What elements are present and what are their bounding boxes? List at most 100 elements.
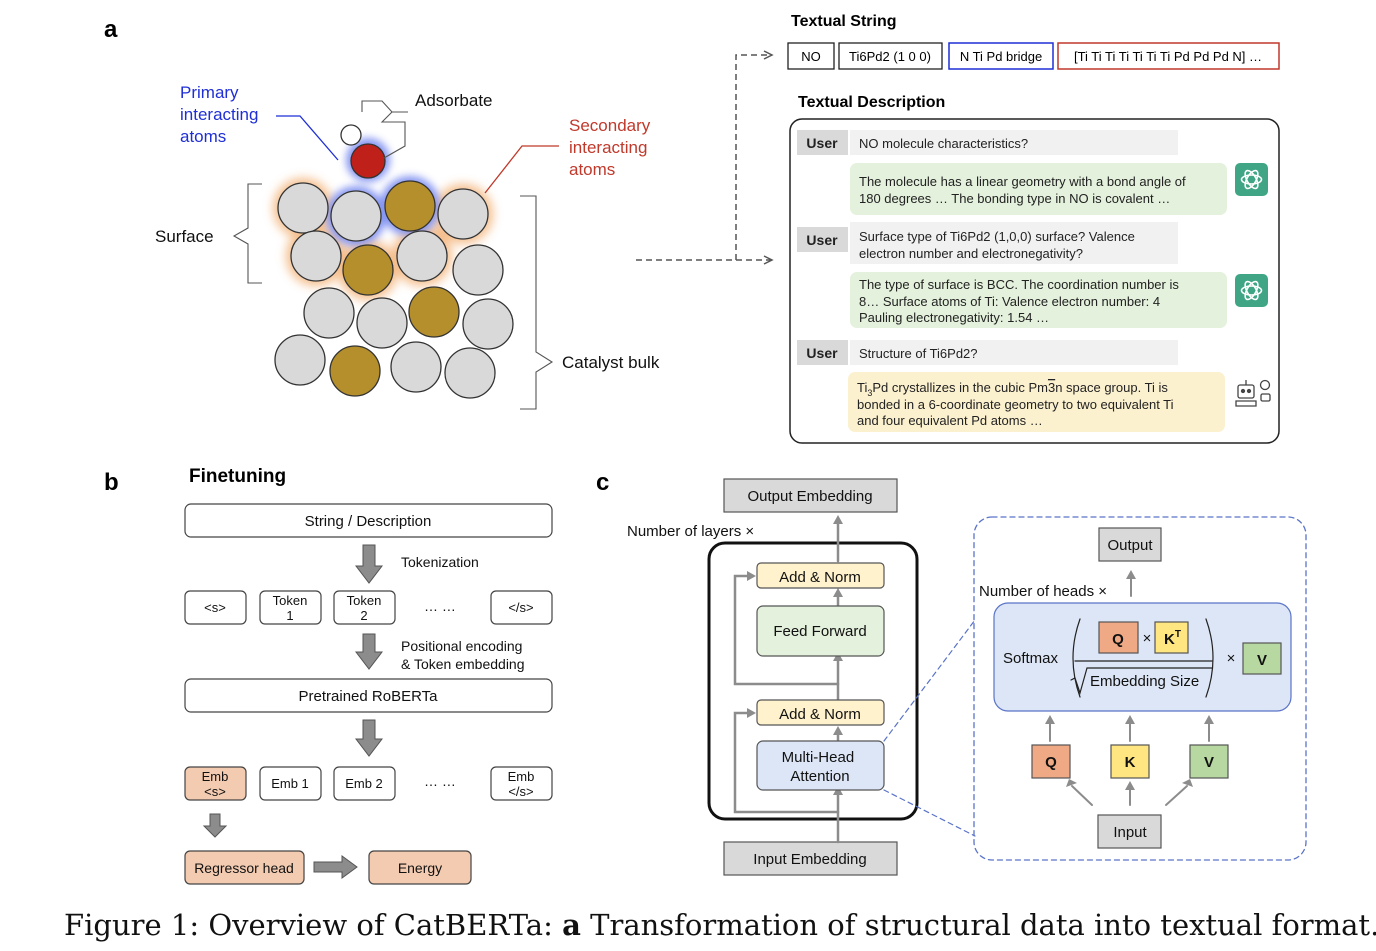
user-label: User <box>806 232 838 248</box>
database-message-text: Ti3Pd crystallizes in the cubic Pm3n spa… <box>857 380 1177 428</box>
flow-arrowheads <box>747 515 843 795</box>
attention-arrowheads <box>1045 715 1214 790</box>
k-label: K <box>1125 754 1136 771</box>
string-token-box <box>1057 42 1280 70</box>
num-heads-label: Number of heads × <box>979 583 1107 600</box>
v-label: V <box>1257 652 1267 669</box>
input-embedding-label: Input Embedding <box>753 851 866 868</box>
assistant-message-text: The type of surface is BCC. The coordina… <box>859 277 1182 325</box>
primary-pointer <box>276 115 339 161</box>
attention-arrows <box>1049 720 1210 806</box>
panel-b-letter: b <box>104 469 119 496</box>
user-label: User <box>806 345 838 361</box>
token-ellipsis: … … <box>424 598 456 614</box>
q-matrix <box>1098 621 1139 654</box>
regressor-head-box <box>184 850 305 885</box>
adsorbate-label: Adsorbate <box>415 91 493 110</box>
v-label: V <box>1204 754 1214 771</box>
q-label: Q <box>1112 631 1124 648</box>
secondary-atoms-label: Secondary interacting atoms <box>569 116 655 179</box>
user-label-box <box>797 227 848 252</box>
output-embedding-box <box>723 478 898 513</box>
user-label-box <box>797 130 848 155</box>
feed-forward-box <box>756 605 885 657</box>
finetuning-title: Finetuning <box>189 466 286 487</box>
embedding-label: Emb<s> <box>202 769 229 799</box>
user-message <box>850 340 1178 365</box>
roberta-box <box>184 678 553 713</box>
textual-description-title: Textual Description <box>798 94 945 111</box>
add-norm-label: Add & Norm <box>779 569 861 586</box>
textual-string-title: Textual String <box>791 13 897 30</box>
token-label: <s> <box>204 600 226 615</box>
user-message-text: Surface type of Ti6Pd2 (1,0,0) surface? … <box>859 229 1138 261</box>
primary-atoms-label: Primary interacting atoms <box>180 83 263 146</box>
figure-canvas: a Primary interacting atoms Adsorbate <box>104 13 1307 885</box>
bulk-label: Catalyst bulk <box>562 353 660 372</box>
database-message <box>848 372 1225 432</box>
arrowhead <box>763 255 774 265</box>
v-matrix <box>1242 642 1282 675</box>
attention-detail-frame <box>973 516 1307 861</box>
zoom-lines <box>883 619 976 837</box>
times-sign: × <box>1227 650 1236 667</box>
output-label: Output <box>1107 537 1153 554</box>
string-token-box <box>787 42 835 70</box>
down-arrow <box>202 813 228 838</box>
embedding-size-label: Embedding Size <box>1090 673 1199 690</box>
sqrt-sign <box>1070 667 1213 696</box>
embedding-box <box>490 766 553 801</box>
k-label: KT <box>1164 629 1181 648</box>
energy-box <box>368 850 472 885</box>
token-box <box>184 590 247 625</box>
embedding-label: Emb 1 <box>271 776 309 791</box>
user-label: User <box>806 135 838 151</box>
softmax-box <box>993 602 1292 712</box>
token-box <box>259 590 322 625</box>
surface-label: Surface <box>155 227 214 246</box>
panel-a-letter: a <box>104 16 118 43</box>
energy-label: Energy <box>398 860 442 876</box>
assistant-message <box>850 272 1227 328</box>
add-norm-box <box>756 699 885 726</box>
input-embedding-box <box>723 841 898 876</box>
roberta-label: Pretrained RoBERTa <box>299 688 439 705</box>
string-token: N Ti Pd bridge <box>960 49 1042 64</box>
input-box <box>1097 814 1162 849</box>
encoder-layer-block <box>707 541 919 821</box>
regressor-head-label: Regressor head <box>194 860 294 876</box>
q-box <box>1031 744 1071 779</box>
user-label-box <box>797 340 848 365</box>
multi-head-attention-label: Multi-Head Attention <box>782 749 859 785</box>
softmax-label: Softmax <box>1003 650 1059 667</box>
down-arrow <box>354 544 384 584</box>
positional-encoding-label: Positional encoding & Token embedding <box>401 638 526 672</box>
assistant-message <box>850 163 1227 215</box>
chatgpt-icon <box>1235 163 1268 196</box>
embedding-label: Emb</s> <box>508 769 535 799</box>
string-token: Ti6Pd2 (1 0 0) <box>849 49 931 64</box>
output-embedding-label: Output Embedding <box>747 488 872 505</box>
surface-bracket <box>232 183 262 284</box>
input-label: Input <box>1113 824 1147 841</box>
user-message <box>850 130 1178 155</box>
v-box <box>1189 744 1229 779</box>
kt-matrix <box>1154 621 1189 654</box>
adsorbate-bracket <box>361 100 408 159</box>
user-message-text: NO molecule characteristics? <box>859 136 1028 151</box>
right-arrow <box>313 855 358 879</box>
add-norm-label: Add & Norm <box>779 706 861 723</box>
user-message <box>850 222 1178 264</box>
string-description-label: String / Description <box>305 513 432 530</box>
tokenization-label: Tokenization <box>401 554 479 570</box>
robot-icon <box>1235 379 1271 407</box>
arrowhead <box>1126 570 1136 579</box>
user-message-text: Structure of Ti6Pd2? <box>859 346 978 361</box>
token-box <box>333 590 396 625</box>
dashed-connector <box>636 54 772 261</box>
embedding-label: Emb 2 <box>345 776 383 791</box>
panel-c-letter: c <box>596 469 609 496</box>
feed-forward-label: Feed Forward <box>773 623 866 640</box>
output-box <box>1098 527 1162 562</box>
